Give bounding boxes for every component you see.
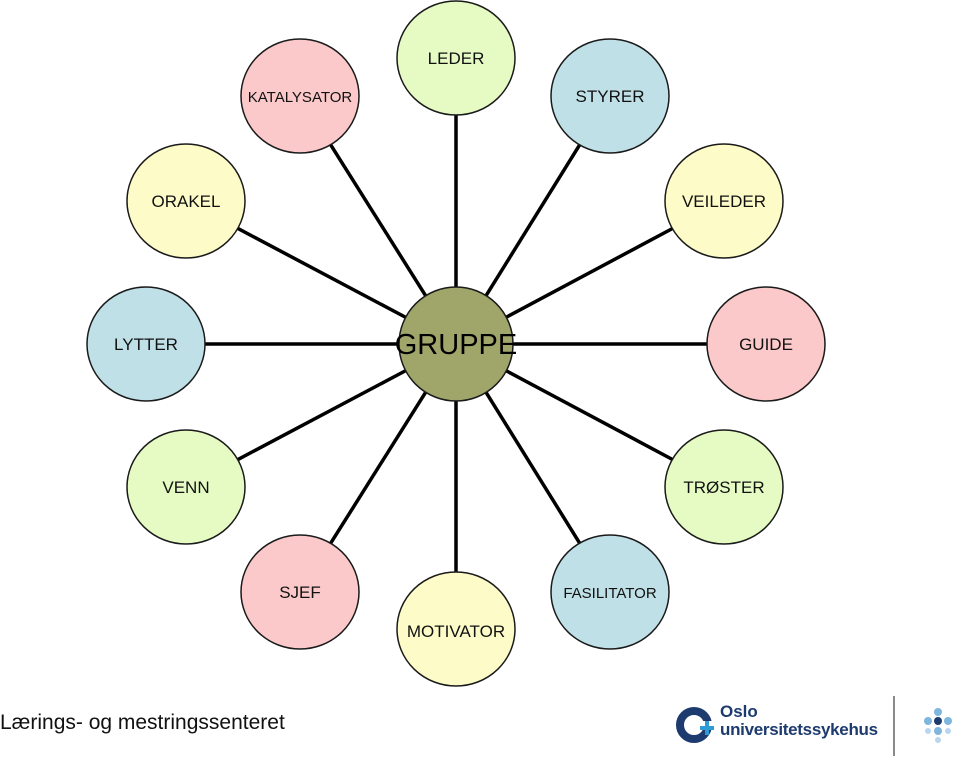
spoke-line bbox=[234, 225, 409, 320]
spoke-line bbox=[234, 368, 409, 463]
role-nodes: LEDER STYRER VEILEDER GUIDE TRØSTER FASILITAT… bbox=[86, 0, 826, 687]
center-node: GRUPPE bbox=[395, 286, 517, 402]
logo-mark-icon bbox=[676, 707, 714, 743]
role-node-10: ORAKEL bbox=[126, 143, 246, 259]
role-label: SJEF bbox=[279, 583, 321, 602]
role-label: KATALYSATOR bbox=[248, 89, 353, 106]
footer-text: Lærings- og mestringssenteret bbox=[0, 711, 285, 734]
role-node-3: GUIDE bbox=[706, 286, 826, 402]
spoke-line bbox=[503, 225, 676, 320]
role-circle bbox=[240, 534, 360, 650]
dots-icon bbox=[924, 708, 952, 743]
role-label: LEDER bbox=[428, 49, 485, 68]
center-label: GRUPPE bbox=[395, 329, 517, 361]
logo-divider bbox=[893, 696, 895, 756]
role-node-7: SJEF bbox=[240, 534, 360, 650]
role-circle bbox=[396, 0, 516, 116]
role-circle bbox=[126, 429, 246, 545]
spoke-line bbox=[328, 389, 429, 546]
spoke-line bbox=[483, 389, 582, 546]
role-label: FASILITATOR bbox=[563, 585, 657, 602]
role-node-5: FASILITATOR bbox=[550, 534, 670, 650]
role-circle bbox=[664, 143, 784, 259]
role-node-9: LYTTER bbox=[86, 286, 206, 402]
role-node-2: VEILEDER bbox=[664, 143, 784, 259]
role-label: TRØSTER bbox=[683, 478, 764, 497]
role-node-1: STYRER bbox=[550, 38, 670, 154]
spoke-line bbox=[503, 368, 676, 463]
role-node-0: LEDER bbox=[396, 0, 516, 116]
role-circle bbox=[240, 38, 360, 154]
role-circle bbox=[550, 38, 670, 154]
role-circle bbox=[396, 571, 516, 687]
role-label: MOTIVATOR bbox=[407, 622, 505, 641]
center-circle bbox=[398, 286, 514, 402]
role-label: VENN bbox=[162, 478, 209, 497]
role-circle bbox=[86, 286, 206, 402]
role-label: LYTTER bbox=[114, 335, 178, 354]
spoke-line bbox=[483, 142, 582, 299]
role-circle bbox=[550, 534, 670, 650]
role-label: VEILEDER bbox=[682, 192, 766, 211]
role-node-11: KATALYSATOR bbox=[240, 38, 360, 154]
role-label: GUIDE bbox=[739, 335, 793, 354]
spoke-line bbox=[328, 142, 429, 299]
role-node-6: MOTIVATOR bbox=[396, 571, 516, 687]
spokes bbox=[202, 114, 710, 573]
logo-text-line2: universitetssykehus bbox=[720, 720, 878, 739]
role-node-4: TRØSTER bbox=[664, 429, 784, 545]
role-circle bbox=[706, 286, 826, 402]
hospital-logo: Oslo universitetssykehus bbox=[674, 702, 878, 748]
role-label: ORAKEL bbox=[152, 192, 221, 211]
role-label: STYRER bbox=[576, 87, 645, 106]
role-circle bbox=[664, 429, 784, 545]
logo-text-line1: Oslo bbox=[720, 702, 758, 721]
role-circle bbox=[126, 143, 246, 259]
role-node-8: VENN bbox=[126, 429, 246, 545]
role-diagram: LEDER STYRER VEILEDER GUIDE TRØSTER FASILITAT… bbox=[86, 0, 826, 687]
